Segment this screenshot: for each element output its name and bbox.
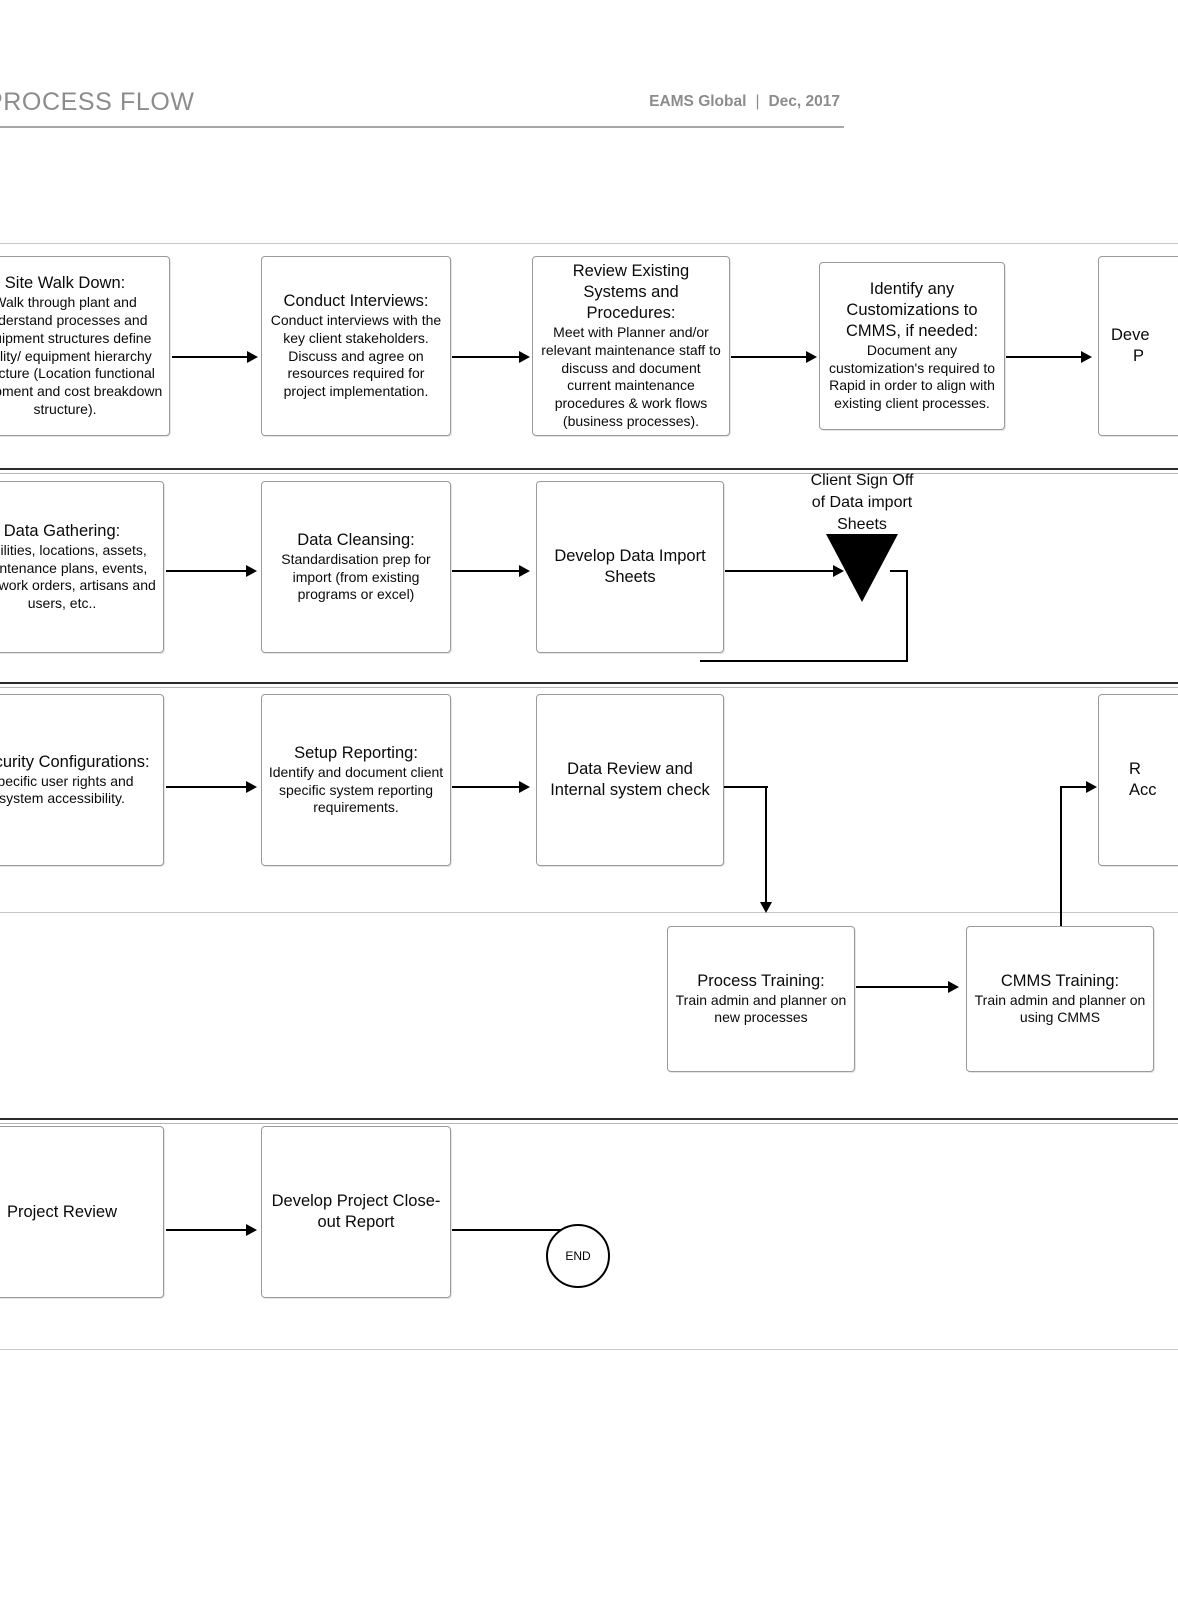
node-develop-cutoff-right-title: Deve: [1111, 326, 1150, 345]
connector-review-to-customizations: [731, 356, 806, 358]
arrow-gathering-to-cleansing: [246, 565, 257, 577]
node-security-configurations-body: specific user rights and system accessib…: [0, 772, 134, 807]
node-acceptance-cutoff-right-title: R: [1129, 760, 1141, 779]
page-title: PROCESS FLOW: [0, 88, 195, 116]
node-develop-data-import-sheets-title: Develop Data Import Sheets: [554, 547, 706, 586]
end-terminator-label: END: [565, 1249, 591, 1263]
lane-rule-bottom: [0, 1349, 1178, 1350]
node-site-walk-down-body: Walk through plant and understand proces…: [0, 294, 163, 417]
node-data-gathering-title: Data Gathering:: [3, 521, 121, 540]
arrow-interviews-to-review: [519, 351, 530, 363]
connector-import-sheets-to-signoff: [725, 570, 833, 572]
arrow-data-review-to-process-training: [760, 902, 772, 913]
connector-customizations-to-develop: [1006, 356, 1081, 358]
arrow-process-to-cmms-training: [948, 981, 959, 993]
client-sign-off-label: Client Sign Off of Data import Sheets: [810, 472, 914, 534]
header-org: EAMS Global: [649, 93, 747, 110]
node-develop-cutoff-right[interactable]: Deve P: [1098, 256, 1178, 436]
node-cmms-training-title: CMMS Training:: [1000, 971, 1120, 990]
node-setup-reporting-title: Setup Reporting:: [294, 743, 418, 762]
header-meta: EAMS Global | Dec, 2017: [649, 93, 840, 111]
arrow-walkdown-to-interviews: [247, 351, 258, 363]
node-project-review[interactable]: Project Review: [0, 1126, 164, 1298]
connector-project-review-to-closeout: [166, 1229, 246, 1231]
client-sign-off-triangle: [826, 534, 898, 602]
lane-rule-discovery-data: [0, 468, 1178, 470]
connector-process-to-cmms-training: [856, 986, 948, 988]
node-data-cleansing[interactable]: Data Cleansing: Standardisation prep for…: [261, 481, 451, 653]
node-security-configurations-title: Security Configurations:: [0, 752, 150, 771]
node-data-gathering[interactable]: Data Gathering: Facilities, locations, a…: [0, 481, 164, 653]
end-terminator[interactable]: END: [546, 1224, 610, 1288]
node-setup-reporting-body: Identify and document client specific sy…: [268, 763, 444, 816]
connector-closeout-to-end-h: [452, 1229, 578, 1231]
node-data-gathering-body: Facilities, locations, assets, maintenan…: [0, 541, 156, 612]
node-acceptance-cutoff-right-body: Acc: [1129, 781, 1157, 799]
connector-training-return-h: [1060, 786, 1088, 788]
node-site-walk-down[interactable]: Site Walk Down: Walk through plant and u…: [0, 256, 170, 436]
node-data-review-internal-check[interactable]: Data Review and Internal system check: [536, 694, 724, 866]
node-process-training-body: Train admin and planner on new processes: [675, 991, 847, 1026]
arrow-project-review-to-closeout: [246, 1224, 257, 1236]
arrow-customizations-to-develop: [1081, 351, 1092, 363]
connector-cleansing-to-import-sheets: [452, 570, 519, 572]
node-review-existing-systems-title: Review Existing Systems and Procedures:: [572, 262, 690, 323]
node-develop-closeout-report[interactable]: Develop Project Close-out Report: [261, 1126, 451, 1298]
node-conduct-interviews-title: Conduct Interviews:: [283, 292, 429, 311]
node-conduct-interviews[interactable]: Conduct Interviews: Conduct interviews w…: [261, 256, 451, 436]
lane-rule-discovery-data-shadow: [0, 473, 1178, 474]
node-review-existing-systems[interactable]: Review Existing Systems and Procedures: …: [532, 256, 730, 436]
node-data-review-internal-check-title: Data Review and Internal system check: [550, 760, 710, 799]
node-site-walk-down-title: Site Walk Down:: [4, 274, 126, 293]
connector-walkdown-to-interviews: [172, 356, 247, 358]
arrow-cleansing-to-import-sheets: [519, 565, 530, 577]
lane-rule-data-config-shadow: [0, 687, 1178, 688]
header-date: Dec, 2017: [768, 93, 840, 110]
lane-rule-training-closeout-shadow: [0, 1123, 1178, 1124]
node-data-cleansing-title: Data Cleansing:: [297, 530, 415, 549]
node-project-review-title: Project Review: [6, 1202, 118, 1221]
lane-rule-config-training: [0, 912, 1178, 913]
connector-interviews-to-review: [452, 356, 519, 358]
node-security-configurations[interactable]: Security Configurations: specific user r…: [0, 694, 164, 866]
arrow-return-to-acceptance: [1086, 781, 1097, 793]
header-divider: [0, 126, 844, 128]
connector-data-review-down-v: [765, 786, 767, 904]
node-cmms-training[interactable]: CMMS Training: Train admin and planner o…: [966, 926, 1154, 1072]
node-identify-customizations-body: Document any customization's required to…: [828, 341, 996, 412]
arrow-review-to-customizations: [806, 351, 817, 363]
node-data-cleansing-body: Standardisation prep for import (from ex…: [281, 550, 431, 603]
node-process-training[interactable]: Process Training: Train admin and planne…: [667, 926, 855, 1072]
lane-rule-top: [0, 243, 1178, 244]
arrow-reporting-to-data-review: [519, 781, 530, 793]
connector-training-return-v: [1060, 786, 1062, 936]
node-identify-customizations-title: Identify any Customizations to CMMS, if …: [845, 280, 979, 340]
node-acceptance-cutoff-right[interactable]: R Acc: [1098, 694, 1178, 866]
node-develop-cutoff-right-body: P: [1133, 347, 1145, 365]
node-process-training-title: Process Training:: [697, 971, 825, 990]
node-develop-closeout-report-title: Develop Project Close-out Report: [271, 1192, 441, 1231]
lane-rule-data-config: [0, 682, 1178, 684]
node-identify-customizations[interactable]: Identify any Customizations to CMMS, if …: [819, 262, 1005, 430]
connector-gathering-to-cleansing: [166, 570, 246, 572]
connector-security-to-reporting: [166, 786, 246, 788]
node-cmms-training-body: Train admin and planner on using CMMS: [974, 991, 1146, 1026]
node-conduct-interviews-body: Conduct interviews with the key client s…: [270, 312, 442, 400]
lane-rule-training-closeout: [0, 1118, 1178, 1120]
connector-signoff-out-h: [890, 570, 908, 572]
node-setup-reporting[interactable]: Setup Reporting: Identify and document c…: [261, 694, 451, 866]
connector-reporting-to-data-review: [452, 786, 519, 788]
connector-signoff-return-h: [700, 660, 908, 662]
header-separator: |: [755, 93, 760, 110]
connector-data-review-out-h: [724, 786, 768, 788]
arrow-security-to-reporting: [246, 781, 257, 793]
node-develop-data-import-sheets[interactable]: Develop Data Import Sheets: [536, 481, 724, 653]
node-review-existing-systems-body: Meet with Planner and/or relevant mainte…: [541, 324, 721, 429]
connector-signoff-out-v: [906, 570, 908, 662]
